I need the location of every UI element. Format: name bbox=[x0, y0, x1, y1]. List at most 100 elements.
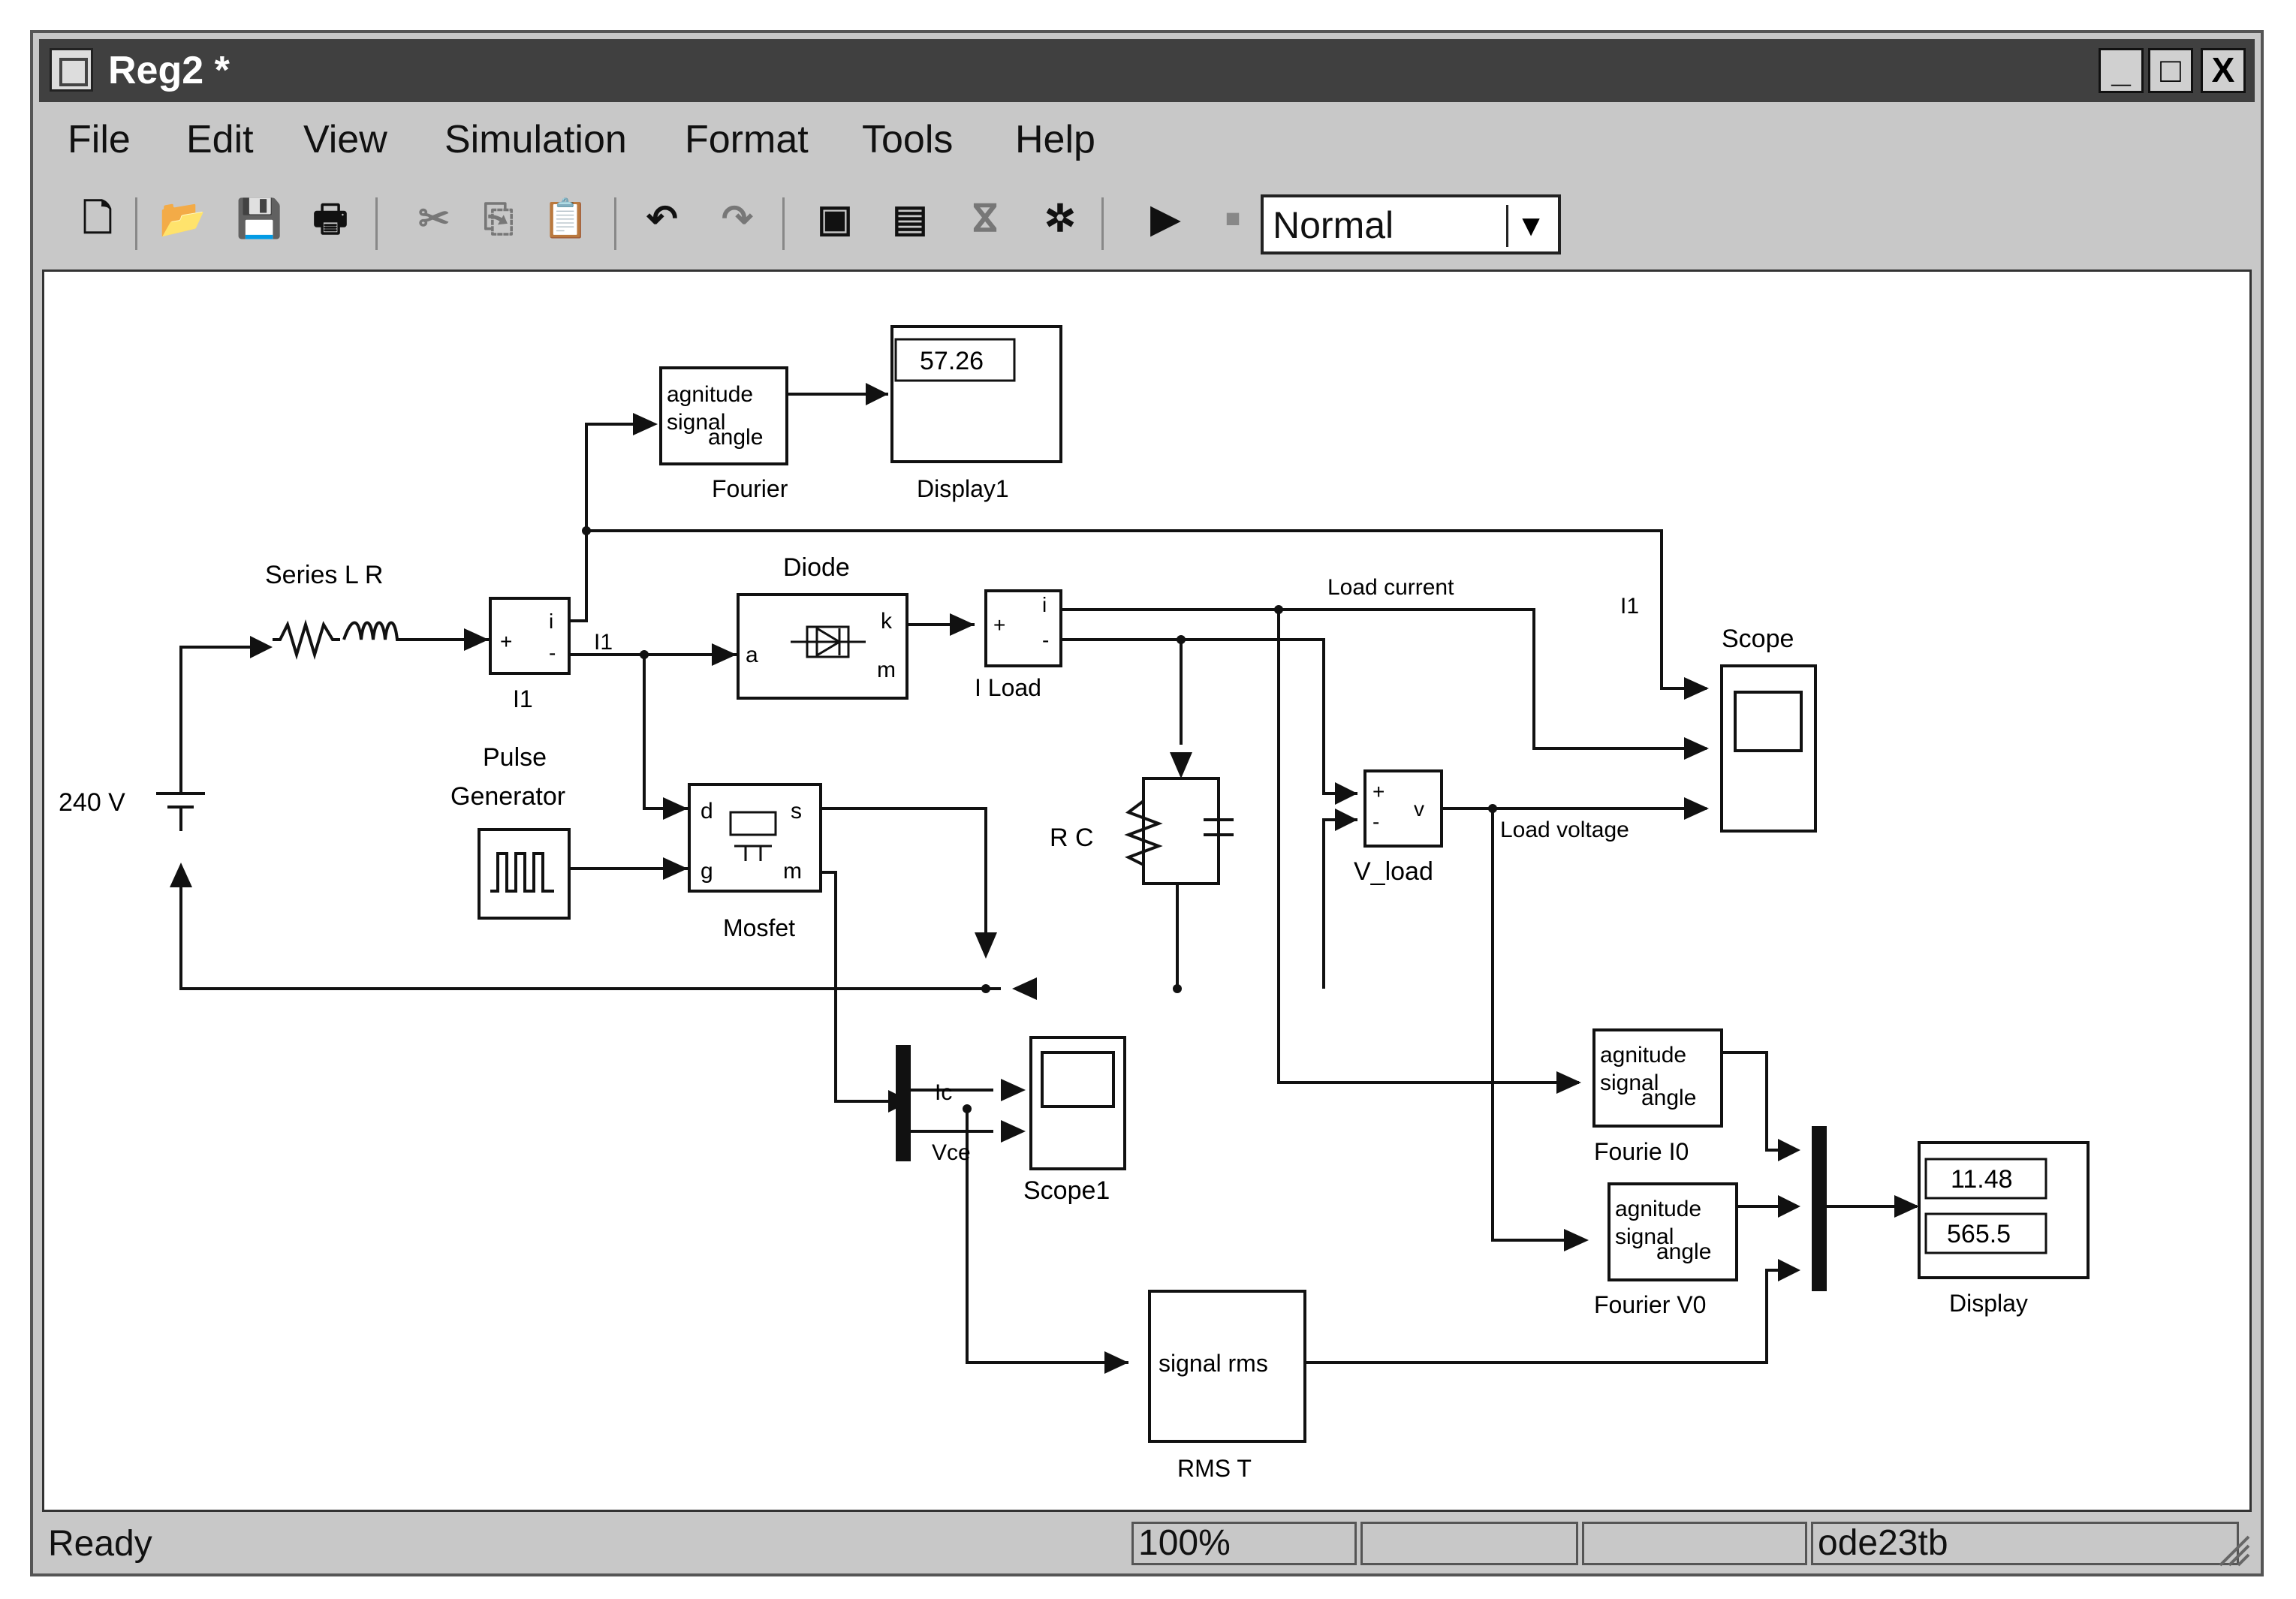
iload-block[interactable] bbox=[984, 589, 1062, 667]
diode-block[interactable] bbox=[737, 593, 908, 700]
copy-icon[interactable]: ⎘ bbox=[484, 197, 514, 239]
svg-text:a: a bbox=[746, 643, 758, 667]
mosfet-m-wire bbox=[821, 871, 888, 1103]
status-empty-cell bbox=[1360, 1522, 1578, 1565]
pulse-label-line2: Generator bbox=[450, 782, 565, 811]
menu-file[interactable]: File bbox=[68, 118, 131, 161]
new-file-icon[interactable]: 🗋 bbox=[82, 197, 113, 239]
rc-label: R C bbox=[1050, 824, 1094, 852]
play-icon[interactable]: ▶ bbox=[1150, 197, 1180, 239]
maximize-button[interactable]: □ bbox=[2148, 48, 2193, 93]
vce-to-rms-wire bbox=[966, 1109, 1128, 1364]
print-icon[interactable]: 🖶 bbox=[312, 197, 348, 239]
series-lr-label: Series L R bbox=[265, 561, 383, 589]
vload-block[interactable] bbox=[1363, 769, 1443, 848]
i1-block[interactable] bbox=[489, 597, 571, 675]
status-solver: ode23tb bbox=[1818, 1523, 1948, 1563]
svg-text:agnitude: agnitude bbox=[1600, 1043, 1686, 1068]
svg-text:agnitude: agnitude bbox=[667, 382, 753, 407]
i1-scope-label: I1 bbox=[1620, 594, 1639, 619]
menu-tools[interactable]: Tools bbox=[862, 118, 954, 161]
toolbar-separator bbox=[135, 197, 137, 250]
stop-icon[interactable]: ■ bbox=[1225, 204, 1241, 233]
toolbar-separator bbox=[614, 197, 616, 250]
rms-block[interactable] bbox=[1148, 1290, 1306, 1443]
svg-text:d: d bbox=[701, 799, 713, 824]
ground-wire bbox=[179, 887, 1001, 990]
model-canvas[interactable]: 240 V Series L R + i - I1 I1 agnitude si… bbox=[42, 270, 2252, 1512]
fourier-block[interactable] bbox=[659, 366, 788, 465]
mux2-block[interactable] bbox=[1812, 1126, 1827, 1291]
save-icon[interactable]: 💾 bbox=[236, 197, 283, 239]
debug-icon[interactable]: ⴵ bbox=[973, 197, 997, 239]
svg-text:m: m bbox=[877, 658, 896, 682]
title-bar[interactable]: Reg2 * _ □ X bbox=[39, 39, 2255, 102]
main-window: Reg2 * _ □ X File Edit View Simulation F… bbox=[30, 30, 2264, 1576]
svg-text:+: + bbox=[993, 613, 1005, 637]
model-explorer-icon[interactable]: ▤ bbox=[892, 197, 928, 239]
status-zoom: 100% bbox=[1138, 1523, 1231, 1563]
status-bar: Ready 100% ode23tb bbox=[39, 1516, 2255, 1570]
minimize-button[interactable]: _ bbox=[2099, 48, 2144, 93]
fourier-vo-label: Fourier V0 bbox=[1594, 1291, 1706, 1318]
iload-to-fourie-io-wire bbox=[1061, 608, 1579, 1084]
app-icon[interactable] bbox=[50, 48, 93, 92]
simulation-mode-select[interactable]: Normal ▼ bbox=[1261, 194, 1561, 254]
settings-gear-icon[interactable]: ✲ bbox=[1044, 197, 1076, 239]
svg-text:g: g bbox=[701, 859, 713, 884]
open-folder-icon[interactable]: 📂 bbox=[159, 197, 206, 239]
display1-label: Display1 bbox=[917, 475, 1009, 502]
svg-text:-: - bbox=[1042, 628, 1049, 652]
mux-vce-label: Vce bbox=[932, 1140, 971, 1165]
i1-label: I1 bbox=[513, 685, 533, 712]
source-label: 240 V bbox=[59, 788, 125, 817]
svg-text:signal: signal bbox=[1600, 1071, 1659, 1095]
cut-icon[interactable]: ✂ bbox=[418, 197, 450, 239]
pulse-label-line1: Pulse bbox=[483, 743, 547, 772]
mosfet-block[interactable] bbox=[688, 783, 822, 893]
menu-view[interactable]: View bbox=[303, 118, 387, 161]
dc-source-icon bbox=[156, 792, 205, 831]
load-current-wire bbox=[1279, 608, 1707, 750]
pulse-wave-icon bbox=[490, 852, 554, 893]
svg-text:signal: signal bbox=[667, 410, 725, 435]
resize-grip-icon[interactable] bbox=[2213, 1529, 2250, 1567]
menu-simulation[interactable]: Simulation bbox=[444, 118, 627, 161]
toolbar-separator bbox=[375, 197, 378, 250]
redo-icon[interactable]: ↷ bbox=[722, 197, 753, 239]
close-button[interactable]: X bbox=[2201, 48, 2246, 93]
mux-block[interactable] bbox=[896, 1045, 911, 1161]
display-label: Display bbox=[1949, 1290, 2028, 1317]
iload-label: I Load bbox=[975, 674, 1041, 701]
block-diagram: 240 V Series L R + i - I1 I1 agnitude si… bbox=[59, 325, 2090, 1482]
simulation-mode-value: Normal bbox=[1273, 204, 1394, 246]
status-state: Ready bbox=[48, 1524, 152, 1564]
library-browser-icon[interactable]: ▣ bbox=[817, 197, 853, 239]
paste-icon[interactable]: 📋 bbox=[542, 197, 589, 239]
svg-text:signal: signal bbox=[1615, 1224, 1674, 1249]
svg-text:angle: angle bbox=[708, 425, 763, 450]
pulse-generator-block[interactable] bbox=[478, 828, 571, 920]
chevron-down-icon[interactable]: ▼ bbox=[1506, 205, 1553, 247]
vload-to-fourier-vo-wire bbox=[1442, 807, 1564, 1242]
i1-signal-label: I1 bbox=[594, 630, 613, 655]
rms-text: signal rms bbox=[1159, 1350, 1268, 1377]
svg-text:angle: angle bbox=[1656, 1239, 1711, 1264]
undo-icon[interactable]: ↶ bbox=[646, 197, 678, 239]
fourier-vo-block[interactable] bbox=[1608, 1182, 1738, 1281]
fourie-io-label: Fourie I0 bbox=[1594, 1138, 1689, 1165]
svg-text:s: s bbox=[791, 799, 802, 824]
menu-help[interactable]: Help bbox=[1015, 118, 1095, 161]
menu-edit[interactable]: Edit bbox=[186, 118, 254, 161]
vload-label: V_load bbox=[1354, 857, 1433, 886]
rms-label: RMS T bbox=[1177, 1455, 1252, 1482]
menu-format[interactable]: Format bbox=[685, 118, 809, 161]
window-title: Reg2 * bbox=[108, 49, 230, 92]
fourie-io-block[interactable] bbox=[1592, 1028, 1723, 1128]
svg-text:angle: angle bbox=[1641, 1086, 1696, 1110]
svg-text:i: i bbox=[1042, 593, 1047, 616]
mosfet-label: Mosfet bbox=[723, 914, 795, 941]
scope-screen-icon bbox=[1734, 691, 1803, 752]
svg-text:agnitude: agnitude bbox=[1615, 1197, 1701, 1221]
status-zoom-cell: 100% bbox=[1131, 1522, 1357, 1565]
